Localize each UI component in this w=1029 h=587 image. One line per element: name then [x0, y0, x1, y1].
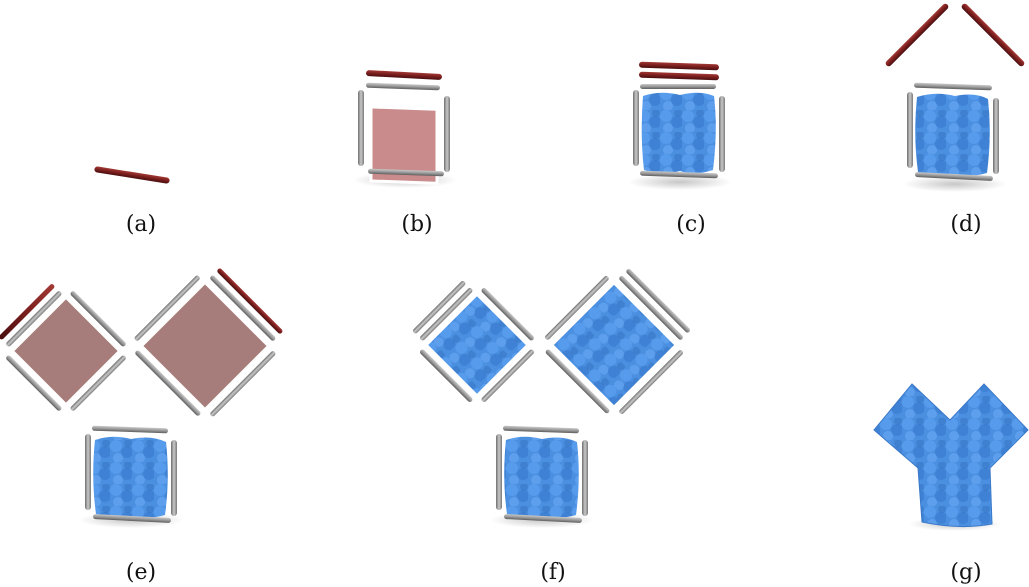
grey-bar-right	[582, 440, 588, 516]
grey-bar-top	[366, 82, 440, 91]
panel-c	[628, 61, 732, 190]
grey-bar-left	[85, 434, 91, 510]
caption-a: (a)	[125, 212, 157, 237]
grey-bar	[619, 350, 683, 414]
grey-bar	[420, 349, 473, 402]
grey-bar	[6, 355, 62, 411]
red-rod	[366, 70, 442, 80]
grey-bar	[70, 291, 126, 347]
panel-b	[353, 70, 457, 188]
blue-fluid	[423, 291, 531, 399]
grey-bar-bottom	[640, 170, 718, 179]
red-rod	[94, 166, 170, 184]
diamond-frame-left	[412, 280, 534, 402]
caption-e: (e)	[125, 560, 157, 585]
grey-bar	[626, 268, 691, 333]
panel-g	[873, 383, 1029, 531]
pink-sheet	[369, 105, 439, 185]
grey-bar	[545, 349, 610, 414]
grey-bar-bottom	[504, 514, 582, 523]
panel-d	[885, 3, 1025, 192]
red-rod	[885, 3, 949, 67]
caption-f: (f)	[540, 560, 566, 585]
blue-fluid	[549, 280, 679, 410]
caption-g: (g)	[950, 560, 982, 585]
grey-bar-right	[171, 440, 177, 516]
grey-bar-right	[719, 96, 725, 172]
panel-e	[0, 268, 283, 528]
grey-bar	[135, 350, 201, 416]
grey-bar	[420, 288, 473, 341]
blue-fluid	[504, 436, 579, 519]
red-rod	[639, 71, 719, 81]
grey-bar	[6, 291, 62, 347]
grey-bar	[134, 275, 200, 341]
blue-fluid-merged	[873, 383, 1029, 528]
diamond-frame-right	[545, 268, 691, 414]
diamond-frame-left	[0, 284, 126, 411]
blue-fluid	[641, 92, 716, 174]
grey-bar-top	[92, 425, 168, 434]
grey-bar	[70, 355, 126, 411]
grey-bar	[481, 288, 534, 341]
grey-bar	[545, 276, 609, 340]
grey-bar	[412, 280, 466, 334]
caption-b: (b)	[401, 212, 433, 237]
panel-f	[412, 268, 691, 528]
panel-a	[94, 166, 170, 184]
red-rod	[0, 284, 55, 340]
grey-bar-top	[914, 82, 992, 91]
grey-bar-top	[640, 84, 716, 89]
grey-bar-left	[358, 90, 364, 166]
caption-c: (c)	[676, 212, 706, 237]
grey-bar-left	[633, 90, 639, 166]
grey-bar-bottom	[93, 514, 171, 523]
grey-bar	[210, 351, 276, 417]
red-rod	[961, 3, 1025, 67]
grey-bar	[210, 275, 276, 341]
grey-bar-bottom	[368, 168, 444, 177]
grey-bar-left	[907, 92, 913, 168]
blue-fluid	[93, 436, 168, 519]
grey-bar-right	[444, 96, 450, 172]
red-rod	[639, 61, 719, 71]
mauve-sheet	[139, 280, 271, 412]
shadow	[628, 174, 732, 190]
red-rod	[217, 268, 283, 334]
grey-bar-top	[503, 425, 579, 434]
caption-d: (d)	[950, 212, 982, 237]
mauve-sheet	[10, 295, 122, 407]
diamond-frame-right	[134, 268, 283, 417]
grey-bar	[481, 349, 534, 402]
blue-fluid	[915, 93, 990, 177]
grey-bar-left	[496, 434, 502, 510]
grey-bar-right	[993, 98, 999, 174]
grey-bar-bottom	[915, 172, 993, 181]
grey-bar	[619, 276, 683, 340]
